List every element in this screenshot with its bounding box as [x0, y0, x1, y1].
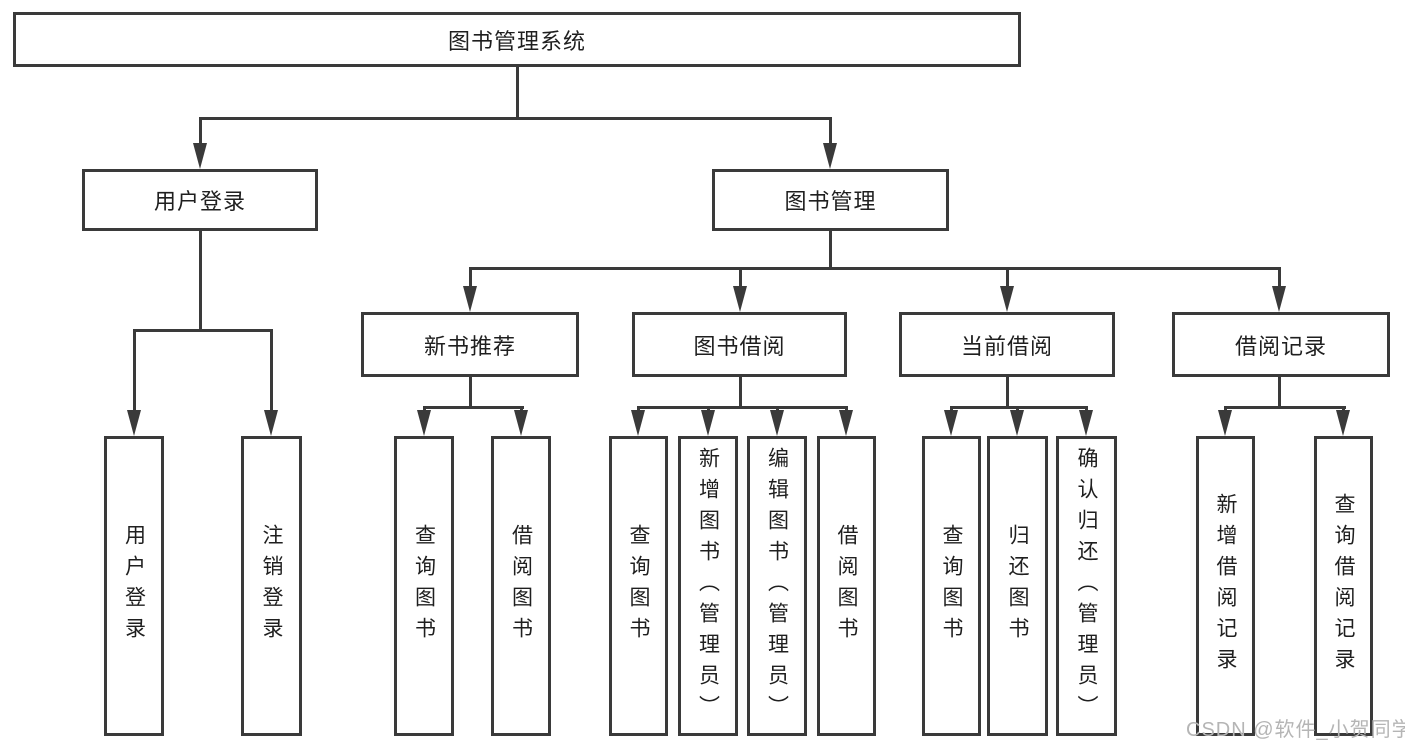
leaf-recommend-query-book: 查询图书: [394, 436, 454, 736]
connector-line: [199, 117, 832, 120]
connector-line: [423, 406, 524, 409]
arrowhead-down-icon: [417, 410, 431, 436]
connector-line: [469, 267, 1281, 270]
leaf-records-query-borrow-record: 查询借阅记录: [1314, 436, 1373, 736]
leaf-borrowing-borrow-book: 借阅图书: [817, 436, 876, 736]
connector-line: [739, 267, 742, 290]
connector-line: [1006, 377, 1009, 409]
csdn-watermark: CSDN @软件_小贺同学: [1186, 719, 1405, 741]
arrowhead-down-icon: [264, 410, 278, 436]
arrowhead-down-icon: [1272, 286, 1286, 312]
arrowhead-down-icon: [631, 410, 645, 436]
connector-line: [1224, 406, 1346, 409]
connector-line: [270, 329, 273, 412]
connector-line: [1006, 267, 1009, 290]
connector-line: [950, 406, 1088, 409]
arrowhead-down-icon: [514, 410, 528, 436]
arrowhead-down-icon: [1000, 286, 1014, 312]
arrowhead-down-icon: [839, 410, 853, 436]
connector-line: [133, 329, 136, 412]
arrowhead-down-icon: [1336, 410, 1350, 436]
connector-line: [133, 329, 273, 332]
leaf-logout: 注销登录: [241, 436, 302, 736]
leaf-borrowing-edit-book-admin: 编辑图书（管理员）: [747, 436, 807, 736]
leaf-current-query-book: 查询图书: [922, 436, 981, 736]
node-book-borrowing: 图书借阅: [632, 312, 847, 377]
connector-line: [469, 377, 472, 409]
leaf-recommend-borrow-book: 借阅图书: [491, 436, 551, 736]
node-user-login: 用户登录: [82, 169, 318, 231]
node-current-borrowing: 当前借阅: [899, 312, 1115, 377]
leaf-user-login: 用户登录: [104, 436, 164, 736]
arrowhead-down-icon: [193, 143, 207, 169]
connector-line: [637, 406, 848, 409]
arrowhead-down-icon: [701, 410, 715, 436]
arrowhead-down-icon: [944, 410, 958, 436]
arrowhead-down-icon: [770, 410, 784, 436]
node-borrowing-records: 借阅记录: [1172, 312, 1390, 377]
connector-line: [1278, 267, 1281, 290]
arrowhead-down-icon: [463, 286, 477, 312]
leaf-records-add-borrow-record: 新增借阅记录: [1196, 436, 1255, 736]
arrowhead-down-icon: [1218, 410, 1232, 436]
connector-line: [829, 117, 832, 147]
arrowhead-down-icon: [1010, 410, 1024, 436]
leaf-current-confirm-return-admin: 确认归还（管理员）: [1056, 436, 1117, 736]
connector-line: [469, 267, 472, 290]
node-book-management: 图书管理: [712, 169, 949, 231]
leaf-borrowing-query-book: 查询图书: [609, 436, 668, 736]
leaf-current-return-book: 归还图书: [987, 436, 1048, 736]
connector-line: [199, 117, 202, 147]
node-root: 图书管理系统: [13, 12, 1021, 67]
connector-line: [739, 377, 742, 409]
connector-line: [516, 67, 519, 118]
connector-line: [829, 231, 832, 270]
connector-line: [1278, 377, 1281, 409]
arrowhead-down-icon: [733, 286, 747, 312]
arrowhead-down-icon: [823, 143, 837, 169]
connector-line: [199, 231, 202, 331]
leaf-borrowing-add-book-admin: 新增图书（管理员）: [678, 436, 738, 736]
arrowhead-down-icon: [1079, 410, 1093, 436]
arrowhead-down-icon: [127, 410, 141, 436]
node-new-book-recommendation: 新书推荐: [361, 312, 579, 377]
